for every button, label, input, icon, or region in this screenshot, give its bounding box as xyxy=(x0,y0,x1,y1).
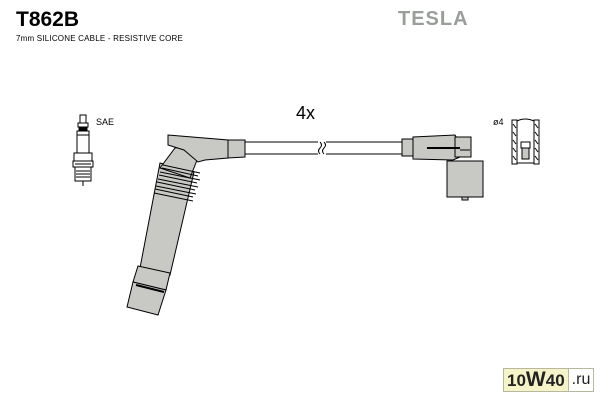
terminal-diameter-label: ø4 xyxy=(493,117,504,127)
spark-plug-icon xyxy=(72,114,94,186)
spark-plug-boot xyxy=(126,134,246,316)
watermark-main: 10W40 xyxy=(504,369,568,391)
cable xyxy=(244,140,404,156)
coil-terminal-icon xyxy=(511,118,540,165)
brand-logo: TESLA xyxy=(398,8,469,30)
quantity-label: 4x xyxy=(296,103,316,123)
cable-description: 7mm SILICONE CABLE - RESISTIVE CORE xyxy=(16,34,184,43)
spark-plug-label: SAE xyxy=(96,117,115,127)
watermark-logo: 10W40 .ru xyxy=(503,368,595,392)
watermark-tld: .ru xyxy=(567,369,594,391)
part-number: T862B xyxy=(16,8,80,31)
coil-boot xyxy=(401,134,484,201)
